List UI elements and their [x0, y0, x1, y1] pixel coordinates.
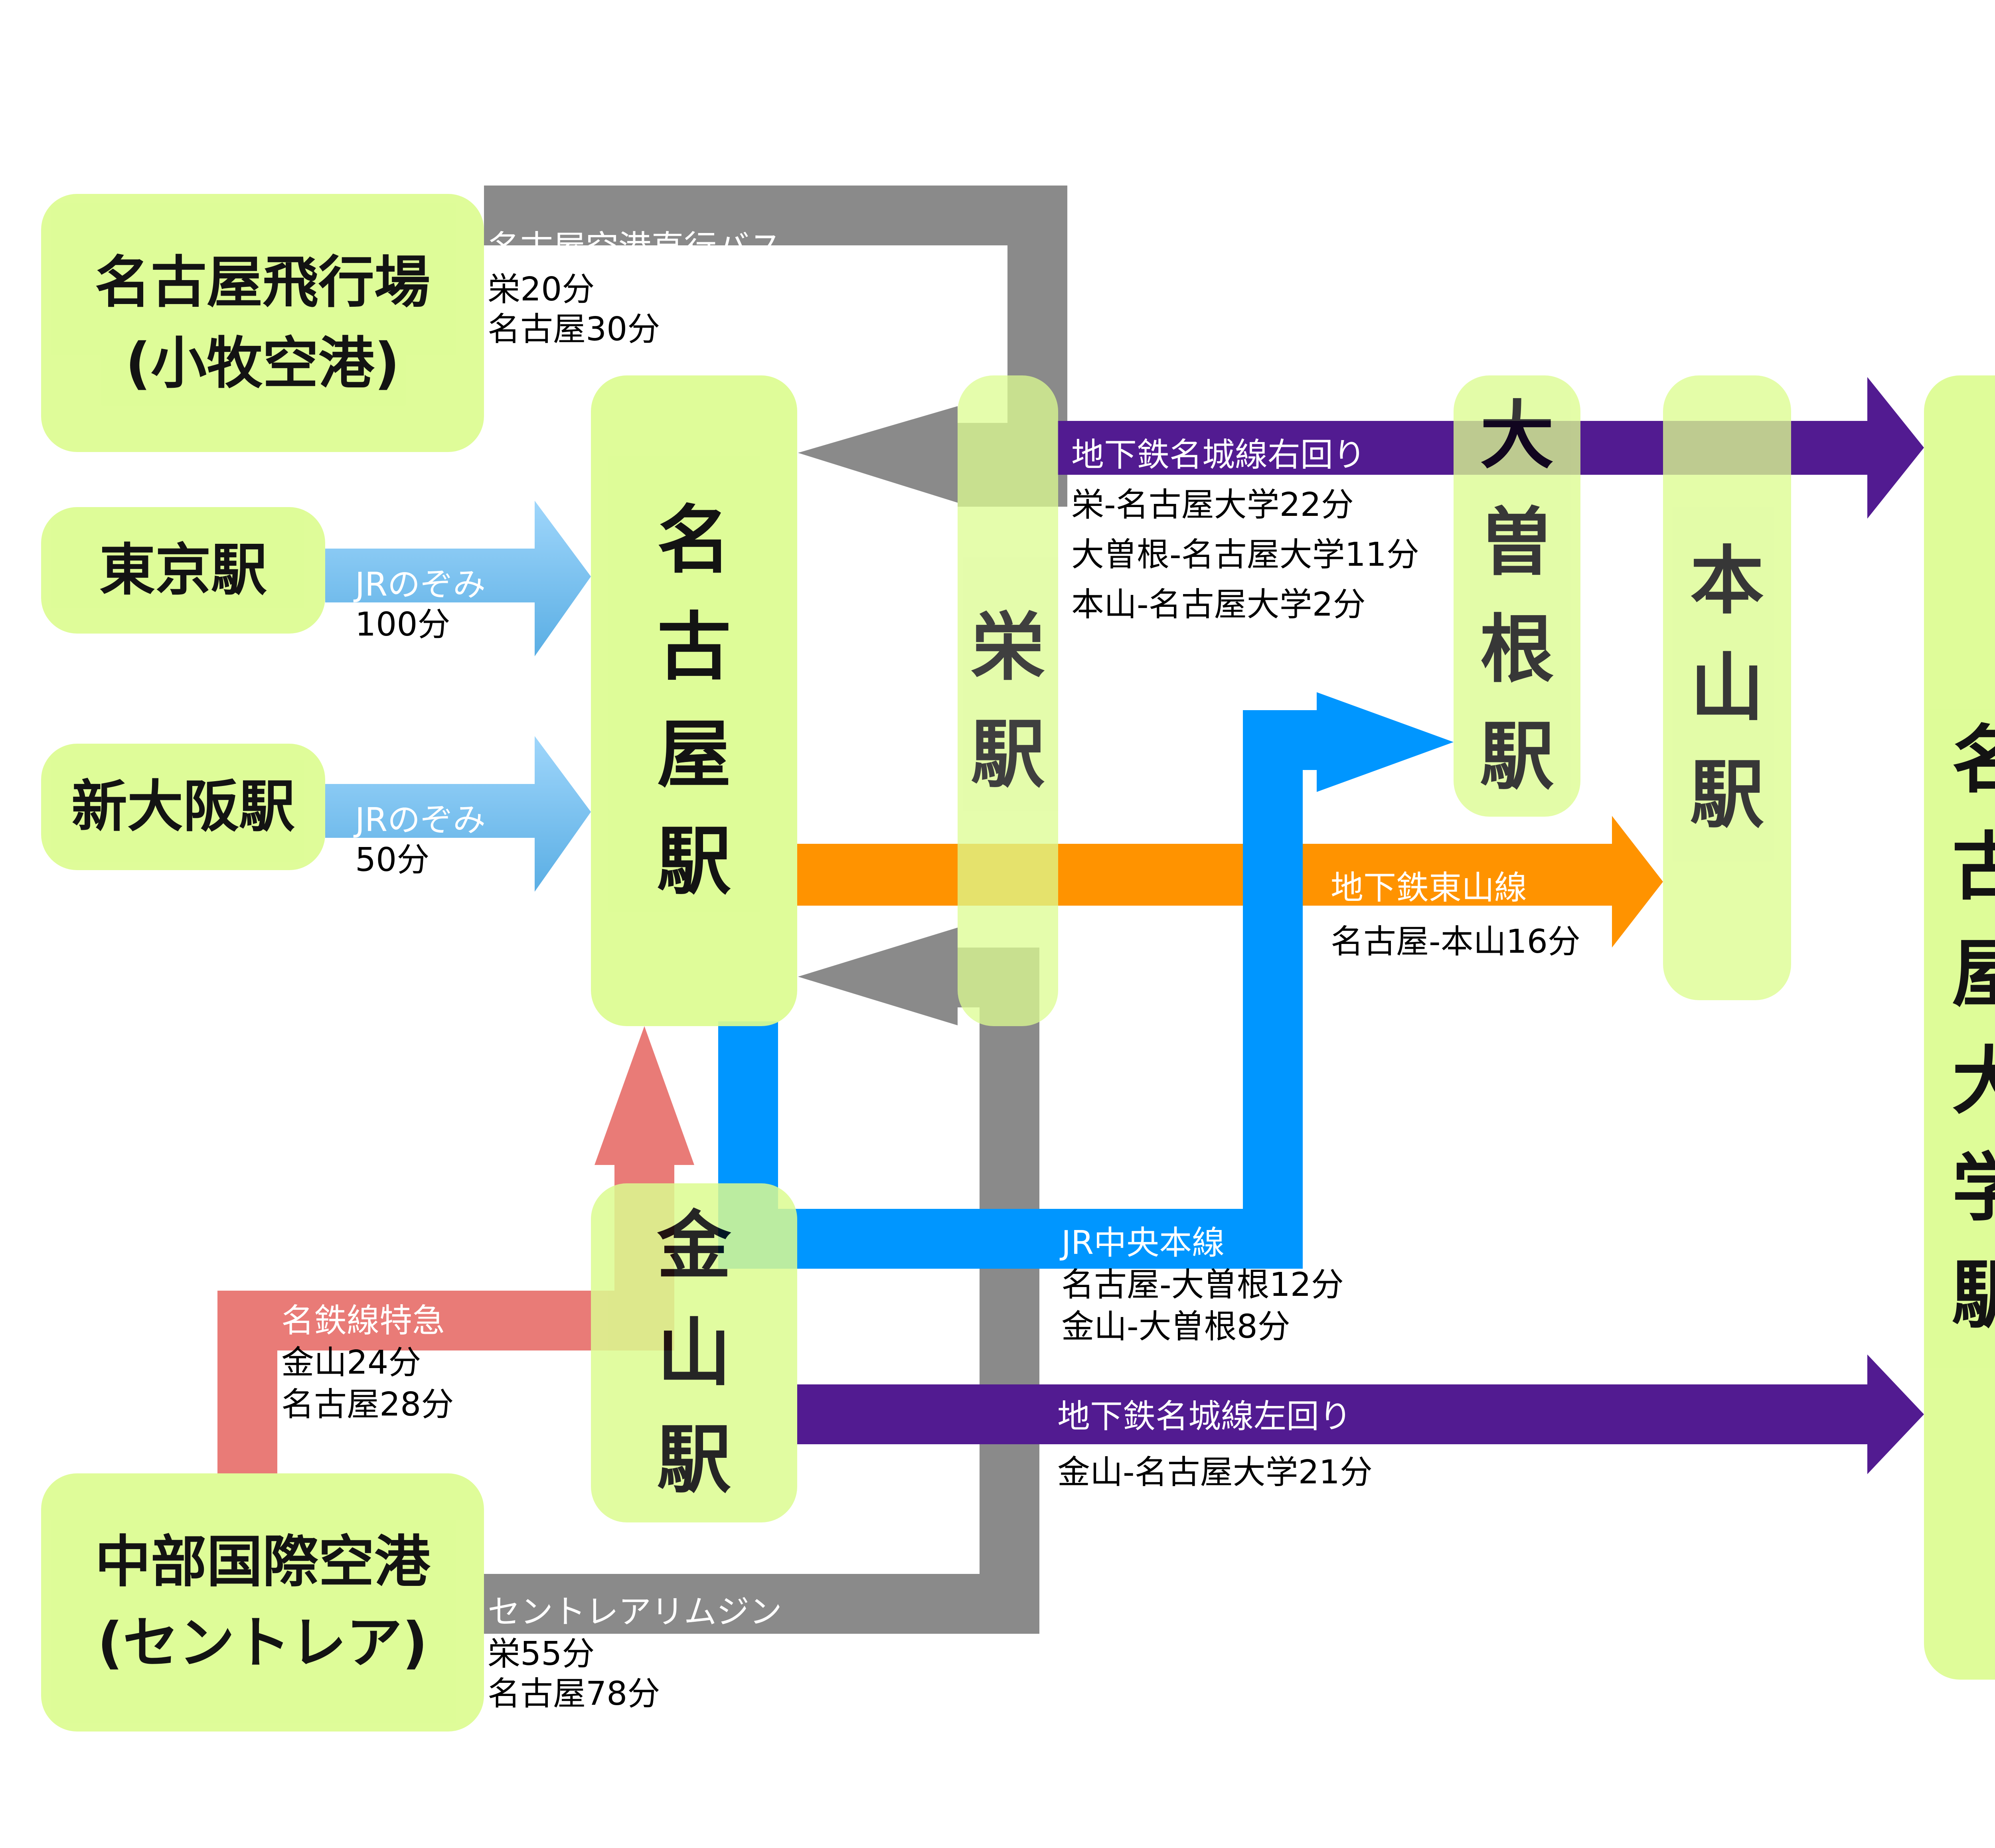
- nagoya-char: 屋: [657, 711, 731, 798]
- motoyama-char: 本: [1690, 537, 1764, 624]
- centrair-limo-arrowhead: [798, 928, 958, 1025]
- meitetsu-time: 名古屋28分: [281, 1386, 454, 1424]
- komaki-name: 名古屋飛行場: [95, 250, 430, 315]
- nagoya-univ-char: 屋: [1952, 931, 1995, 1017]
- meijo-left-arrow: [797, 1354, 1924, 1474]
- nozomi-tokyo-arrow: [325, 501, 591, 656]
- ozone-char: 大: [1480, 392, 1554, 479]
- centrair-limo-time: 栄55分: [488, 1635, 595, 1673]
- airport-bus-time: 栄20分: [488, 270, 595, 308]
- meijo-right-time: 大曽根-名古屋大学11分: [1071, 536, 1419, 574]
- higashiyama-time: 名古屋-本山16分: [1331, 923, 1580, 961]
- ozone-char: 曽: [1480, 499, 1554, 586]
- jr-chuo-name: JR中央本線: [1061, 1224, 1225, 1262]
- station-motoyama[interactable]: 本 山 駅: [1663, 375, 1791, 1000]
- nagoya-univ-char: 学: [1952, 1145, 1995, 1231]
- ozone-char: 根: [1480, 606, 1554, 693]
- nagoya-char: 古: [657, 604, 731, 691]
- station-shin-osaka[interactable]: 新大阪駅: [41, 744, 325, 870]
- centrair-limo-name: セントレアリムジン: [488, 1593, 782, 1631]
- meijo-right-name: 地下鉄名城線右回り: [1071, 436, 1366, 474]
- airport-bus-name: 名古屋空港直行バス: [488, 229, 782, 267]
- station-nagoya-university[interactable]: 名 古 屋 大 学 駅: [1924, 375, 1995, 1680]
- nagoya-char: 駅: [657, 818, 731, 904]
- station-tokyo[interactable]: 東京駅: [41, 507, 325, 634]
- kanayama-char: 金: [657, 1202, 731, 1289]
- higashiyama-name: 地下鉄東山線: [1331, 869, 1527, 907]
- meijo-left-name: 地下鉄名城線左回り: [1057, 1398, 1352, 1435]
- meitetsu-name: 名鉄線特急: [281, 1302, 445, 1340]
- nozomi-tokyo-name: JRのぞみ: [355, 566, 486, 604]
- nozomi-osaka-time: 50分: [355, 841, 430, 879]
- kanayama-char: 山: [657, 1309, 731, 1396]
- sakae-char: 駅: [971, 711, 1045, 798]
- centrair-subname: (セントレア): [97, 1610, 428, 1676]
- jr-chuo-time: 金山-大曽根8分: [1061, 1308, 1290, 1346]
- motoyama-char: 駅: [1690, 752, 1764, 838]
- komaki-subname: (小牧空港): [125, 331, 400, 396]
- centrair-name: 中部国際空港: [95, 1529, 430, 1595]
- nagoya-univ-char: 古: [1952, 824, 1995, 910]
- motoyama-char: 山: [1690, 644, 1764, 731]
- station-sakae[interactable]: 栄 駅: [958, 375, 1058, 1026]
- station-komaki-airport[interactable]: 名古屋飛行場 (小牧空港): [41, 194, 484, 452]
- jr-chuo-time: 名古屋-大曽根12分: [1061, 1266, 1344, 1304]
- meijo-right-time: 栄-名古屋大学22分: [1071, 486, 1354, 524]
- kanayama-char: 駅: [657, 1417, 731, 1503]
- jr-chuo-line: [718, 710, 1317, 1269]
- nozomi-tokyo-time: 100分: [355, 606, 450, 644]
- nagoya-univ-char: 大: [1952, 1038, 1995, 1124]
- meijo-left-time: 金山-名古屋大学21分: [1057, 1453, 1373, 1491]
- nagoya-univ-char: 名: [1952, 717, 1995, 803]
- sakae-char: 栄: [971, 604, 1045, 691]
- nagoya-char: 名: [657, 497, 731, 583]
- shin-osaka-name: 新大阪駅: [71, 774, 295, 839]
- nozomi-osaka-arrow: [325, 736, 591, 892]
- station-ozone[interactable]: 大 曽 根 駅: [1454, 375, 1580, 817]
- meijo-right-time: 本山-名古屋大学2分: [1071, 586, 1366, 624]
- meitetsu-arrowhead: [595, 1026, 694, 1165]
- station-kanayama[interactable]: 金 山 駅: [591, 1183, 797, 1522]
- airport-bus-arrowhead: [798, 406, 958, 503]
- centrair-limo-time: 名古屋78分: [488, 1675, 660, 1713]
- meitetsu-time: 金山24分: [281, 1344, 421, 1382]
- nagoya-univ-char: 駅: [1952, 1252, 1995, 1338]
- station-nagoya[interactable]: 名 古 屋 駅: [591, 375, 797, 1026]
- airport-bus-time: 名古屋30分: [488, 310, 660, 348]
- ozone-char: 駅: [1480, 713, 1554, 800]
- tokyo-name: 東京駅: [99, 538, 267, 603]
- station-centrair[interactable]: 中部国際空港 (セントレア): [41, 1473, 484, 1732]
- nozomi-osaka-name: JRのぞみ: [355, 801, 486, 839]
- jr-chuo-arrowhead: [1317, 692, 1454, 792]
